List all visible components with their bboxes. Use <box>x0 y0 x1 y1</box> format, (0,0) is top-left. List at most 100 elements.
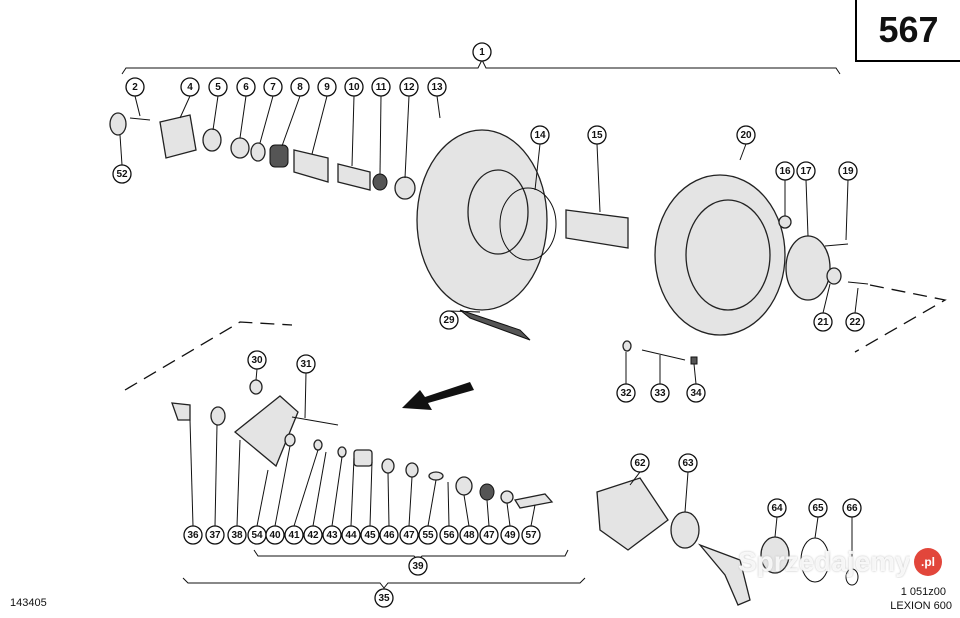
callout-12: 12 <box>399 77 419 179</box>
callout-62: 62 <box>629 453 650 486</box>
callout-circle <box>650 383 670 403</box>
callout-circle <box>344 77 364 97</box>
callout-circle <box>341 525 361 545</box>
callout-circle <box>208 77 228 97</box>
callout-19: 19 <box>838 161 858 241</box>
callout-circle <box>360 525 380 545</box>
watermark-badge: .pl <box>914 548 942 576</box>
callout-number: 65 <box>812 503 824 514</box>
callout-65: 65 <box>808 498 828 539</box>
callout-number: 13 <box>431 82 443 93</box>
callout-circle <box>808 498 828 518</box>
callout-circle <box>736 125 756 145</box>
callout-number: 47 <box>403 530 415 541</box>
callout-circle <box>399 525 419 545</box>
callout-number: 10 <box>348 82 360 93</box>
leader-line <box>408 476 413 527</box>
callout-circle <box>845 312 865 332</box>
callout-circle <box>530 125 550 145</box>
leader-line <box>255 368 258 381</box>
hub-parts-bottom <box>171 379 554 509</box>
callout-circle <box>374 588 394 608</box>
leader-line <box>179 95 191 119</box>
callout-66: 66 <box>842 498 862 569</box>
callout-11: 11 <box>371 77 391 175</box>
callout-2: 2 <box>125 77 145 117</box>
callout-7: 7 <box>259 77 283 144</box>
callout-circle <box>247 350 267 370</box>
callout-number: 63 <box>682 458 694 469</box>
callout-46: 46 <box>379 472 399 545</box>
callout-47: 47 <box>479 499 499 545</box>
callout-number: 33 <box>654 388 666 399</box>
callout-8: 8 <box>281 77 310 147</box>
callout-circle <box>521 525 541 545</box>
leader-line <box>427 479 437 527</box>
leader-line <box>822 283 831 314</box>
callout-number: 46 <box>383 530 395 541</box>
callout-circle <box>317 77 337 97</box>
callout-number: 54 <box>251 530 263 541</box>
leader-line <box>447 481 450 527</box>
bracket-assembly-39 <box>253 549 569 561</box>
callout-49: 49 <box>500 502 520 545</box>
page-number: 567 <box>855 0 960 62</box>
leader-line <box>805 179 809 237</box>
leader-line <box>436 95 441 119</box>
callout-21: 21 <box>813 283 833 332</box>
callout-number: 45 <box>364 530 376 541</box>
callout-circle <box>427 77 447 97</box>
callout-number: 29 <box>443 315 455 326</box>
callout-number: 57 <box>525 530 537 541</box>
callout-circle <box>838 161 858 181</box>
callout-number: 35 <box>378 593 390 604</box>
callout-39: 39 <box>408 556 428 576</box>
callout-63: 63 <box>678 453 698 513</box>
leader-line <box>281 95 301 147</box>
callout-circle <box>296 354 316 374</box>
callout-number: 44 <box>345 530 357 541</box>
direction-arrow-icon <box>402 382 474 410</box>
leader-line <box>212 95 219 131</box>
leader-line <box>693 363 697 385</box>
leader-line <box>486 499 490 527</box>
leader-line <box>684 471 689 513</box>
callout-number: 36 <box>187 530 199 541</box>
callout-number: 4 <box>187 82 193 93</box>
leader-line <box>814 516 819 539</box>
callout-circle <box>227 525 247 545</box>
drawing-code: 1 051z00 <box>900 586 946 598</box>
leader-line <box>214 424 218 527</box>
callout-number: 6 <box>243 82 249 93</box>
callout-number: 38 <box>231 530 243 541</box>
callout-34: 34 <box>686 363 706 403</box>
leader-line <box>259 95 274 144</box>
leader-line <box>134 95 141 117</box>
callout-circle <box>439 525 459 545</box>
callout-number: 31 <box>300 359 312 370</box>
callout-circle <box>418 525 438 545</box>
callout-40: 40 <box>265 445 291 545</box>
callout-circle <box>112 164 132 184</box>
callout-number: 39 <box>412 561 424 572</box>
callout-30: 30 <box>247 350 267 381</box>
callout-17: 17 <box>796 161 816 237</box>
belt-pulley-assembly <box>416 129 869 365</box>
callout-number: 8 <box>297 82 303 93</box>
callout-16: 16 <box>775 161 795 216</box>
leader-line <box>629 471 641 486</box>
callout-circle <box>459 525 479 545</box>
callout-number: 55 <box>422 530 434 541</box>
callout-circle <box>399 77 419 97</box>
leader-line <box>304 372 307 419</box>
callout-20: 20 <box>736 125 756 161</box>
leader-line <box>350 457 355 527</box>
callout-number: 48 <box>463 530 475 541</box>
callout-number: 20 <box>740 130 752 141</box>
callout-number: 41 <box>288 530 300 541</box>
bracket-assembly-35 <box>182 577 586 589</box>
leader-line <box>312 451 327 527</box>
callout-circle <box>371 77 391 97</box>
callout-number: 30 <box>251 355 263 366</box>
